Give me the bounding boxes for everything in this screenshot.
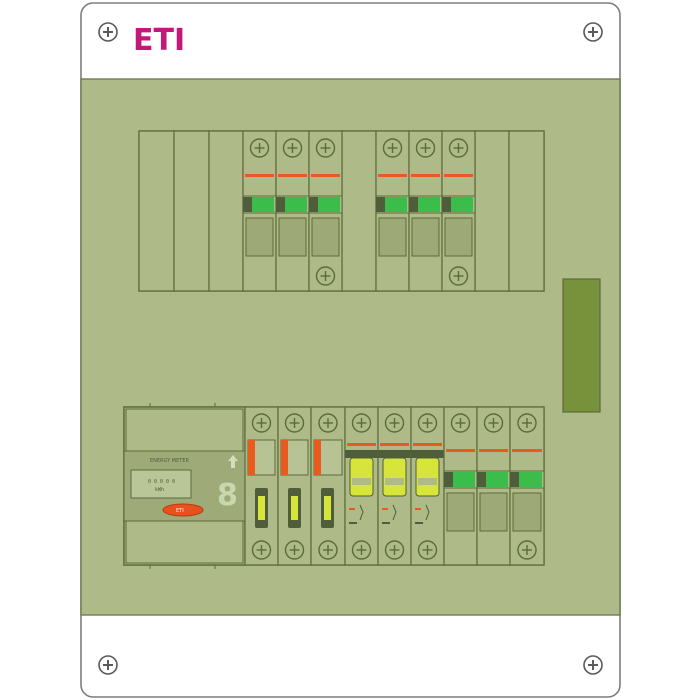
toggle-handle[interactable] bbox=[451, 197, 473, 212]
circuit-breaker[interactable] bbox=[375, 130, 410, 292]
terminal-screw-icon bbox=[251, 413, 272, 433]
circuit-breaker[interactable] bbox=[509, 406, 545, 566]
terminal-screw-icon bbox=[284, 540, 305, 560]
terminal-screw-icon bbox=[517, 413, 537, 433]
switch-disconnector[interactable] bbox=[377, 406, 412, 566]
brand-logo: ETI bbox=[133, 23, 185, 58]
toggle-handle[interactable] bbox=[318, 197, 340, 212]
circuit-breaker[interactable] bbox=[441, 130, 476, 292]
terminal-screw-icon bbox=[282, 138, 303, 158]
rotary-handle[interactable] bbox=[415, 457, 440, 497]
terminal-screw-icon bbox=[448, 266, 469, 286]
blank-cover bbox=[474, 130, 510, 292]
meter-header: ENERGY METER bbox=[150, 458, 189, 464]
terminal-screw-icon bbox=[315, 138, 336, 158]
terminal-screw-icon bbox=[483, 413, 504, 433]
meter-lcd-unit: kWh bbox=[155, 487, 164, 493]
terminal-screw-icon bbox=[450, 413, 471, 433]
circuit-breaker[interactable] bbox=[443, 406, 478, 566]
blank-cover bbox=[508, 130, 545, 292]
circuit-breaker[interactable] bbox=[242, 130, 277, 292]
terminal-screw-icon bbox=[318, 413, 338, 433]
terminal-screw-icon bbox=[351, 413, 372, 433]
blank-cover bbox=[173, 130, 210, 292]
terminal-screw-icon bbox=[415, 138, 436, 158]
terminal-screw-icon bbox=[318, 540, 338, 560]
meter-badge-text: ETI bbox=[176, 508, 184, 514]
switch-disconnector[interactable] bbox=[410, 406, 445, 566]
arrow-up-icon bbox=[228, 455, 238, 468]
meter-lcd bbox=[130, 469, 192, 499]
toggle-handle[interactable] bbox=[519, 472, 542, 487]
terminal-screw-icon bbox=[251, 540, 272, 560]
lever-handle[interactable] bbox=[314, 440, 321, 475]
terminal-screw-icon bbox=[249, 138, 270, 158]
lever-handle[interactable] bbox=[248, 440, 255, 475]
rotary-handle[interactable] bbox=[382, 457, 407, 497]
terminal-screw-icon bbox=[315, 266, 336, 286]
energy-meter: ENERGY METER 0 0 0 0 0 kWh ETI 8 bbox=[123, 403, 246, 569]
bottom-din-row: ENERGY METER 0 0 0 0 0 kWh ETI 8 bbox=[123, 403, 545, 569]
terminal-screw-icon bbox=[517, 540, 537, 560]
meter-badge bbox=[162, 503, 204, 517]
meter-digit: 8 bbox=[217, 478, 238, 513]
switch-disconnector[interactable] bbox=[344, 406, 379, 566]
fuse-disconnector[interactable] bbox=[277, 406, 312, 566]
toggle-handle[interactable] bbox=[486, 472, 508, 487]
circuit-breaker[interactable] bbox=[308, 130, 343, 292]
terminal-screw-icon bbox=[351, 540, 372, 560]
toggle-handle[interactable] bbox=[285, 197, 307, 212]
screw-icon bbox=[98, 22, 118, 42]
blank-cover bbox=[208, 130, 244, 292]
screw-icon bbox=[583, 22, 603, 42]
screw-icon bbox=[583, 655, 603, 675]
terminal-screw-icon bbox=[448, 138, 469, 158]
label-strip bbox=[562, 278, 601, 413]
circuit-breaker[interactable] bbox=[476, 406, 511, 566]
lever-handle[interactable] bbox=[281, 440, 288, 475]
meter-lcd-reading: 0 0 0 0 0 bbox=[148, 479, 175, 485]
circuit-breaker[interactable] bbox=[408, 130, 443, 292]
terminal-screw-icon bbox=[417, 540, 438, 560]
rotary-handle[interactable] bbox=[349, 457, 374, 497]
blank-cover bbox=[138, 130, 175, 292]
terminal-screw-icon bbox=[384, 540, 405, 560]
toggle-handle[interactable] bbox=[252, 197, 274, 212]
fuse-disconnector[interactable] bbox=[244, 406, 279, 566]
toggle-handle[interactable] bbox=[453, 472, 475, 487]
terminal-screw-icon bbox=[284, 413, 305, 433]
terminal-screw-icon bbox=[384, 413, 405, 433]
circuit-breaker[interactable] bbox=[275, 130, 310, 292]
terminal-screw-icon bbox=[417, 413, 438, 433]
blank-cover bbox=[341, 130, 377, 292]
toggle-handle[interactable] bbox=[385, 197, 407, 212]
toggle-handle[interactable] bbox=[418, 197, 440, 212]
top-din-row bbox=[138, 130, 545, 292]
fuse-disconnector[interactable] bbox=[310, 406, 346, 566]
screw-icon bbox=[98, 655, 118, 675]
terminal-screw-icon bbox=[382, 138, 403, 158]
